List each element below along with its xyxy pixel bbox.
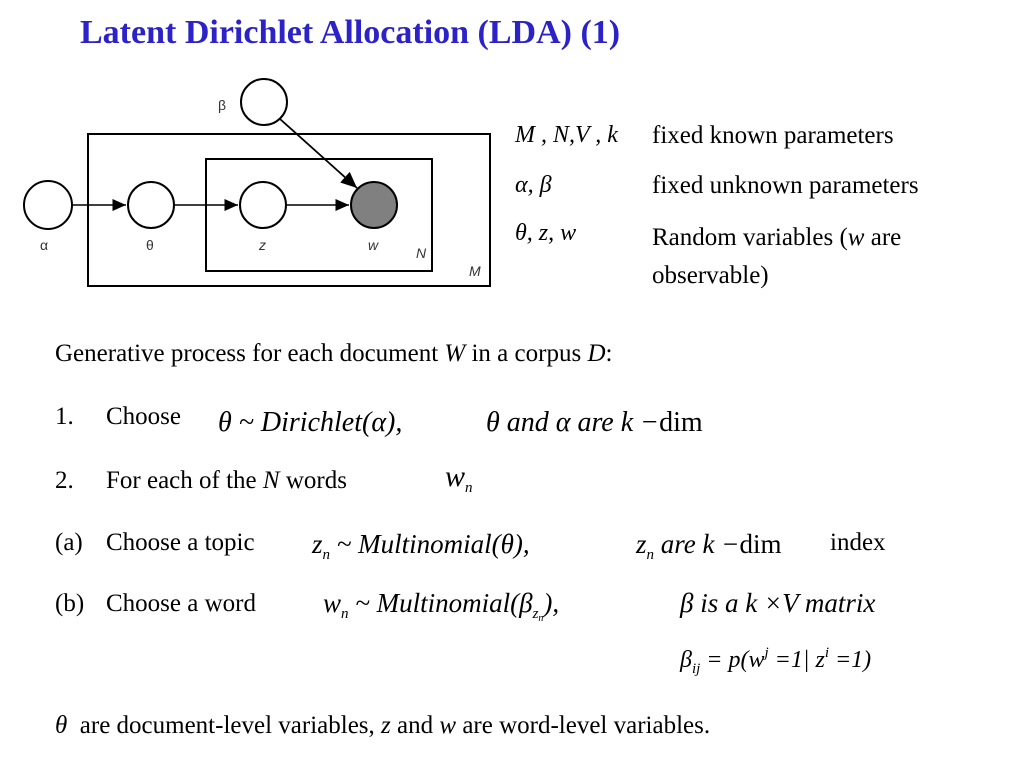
step1-label: Choose (106, 403, 181, 430)
w-node (350, 181, 398, 229)
stepb-condition: β is a k ×V matrix (680, 588, 876, 618)
slide-title: Latent Dirichlet Allocation (LDA) (1) (80, 14, 621, 51)
param-symbol-unknown: α, β (515, 172, 552, 198)
outer-plate (87, 133, 491, 287)
param-desc-known: fixed known parameters (652, 122, 894, 149)
stepa-number: (a) (55, 529, 83, 556)
step2-variable: wn (445, 460, 473, 496)
alpha-node (23, 180, 73, 230)
step1-number: 1. (55, 403, 74, 430)
param-symbol-random: θ, z, w (515, 220, 577, 246)
edge-beta-w (279, 118, 358, 189)
plate-diagram: β α θ z w N M (23, 78, 491, 287)
step1-condition: θ and α are k −dim (486, 407, 703, 438)
stepb-number: (b) (55, 590, 85, 617)
footer-note: θ are document-level variables, z and w … (55, 712, 711, 739)
stepb-label: Choose a word (106, 590, 256, 617)
w-label: w (368, 237, 379, 253)
theta-label: θ (146, 237, 154, 253)
beta-node (240, 78, 288, 126)
beta-label: β (218, 97, 226, 113)
stepa-condition: zn are k −dim (636, 529, 782, 563)
param-desc-unknown: fixed unknown parameters (652, 172, 919, 199)
stepa-index: index (830, 529, 886, 556)
alpha-label: α (40, 237, 48, 253)
stepa-equation: zn ~ Multinomial(θ), (312, 529, 530, 563)
inner-plate (205, 158, 433, 272)
beta-definition: βij = p(wj =1| zi =1) (680, 645, 872, 677)
outer-plate-label: M (469, 263, 481, 279)
z-node (239, 181, 287, 229)
param-desc-random: Random variables (w are (652, 224, 902, 251)
step1-equation: θ ~ Dirichlet(α), (218, 407, 403, 438)
z-label: z (258, 237, 266, 253)
stepa-label: Choose a topic (106, 529, 255, 556)
stepb-equation: wn ~ Multinomial(βzn), (323, 588, 560, 624)
step2-label: For each of the N words (106, 467, 347, 494)
theta-node (127, 181, 175, 229)
inner-plate-label: N (416, 245, 427, 261)
param-symbol-known: M , N,V , k (515, 122, 618, 148)
param-desc-random-line2: observable) (652, 262, 769, 289)
process-intro: Generative process for each document W i… (55, 340, 613, 367)
step2-number: 2. (55, 467, 74, 494)
